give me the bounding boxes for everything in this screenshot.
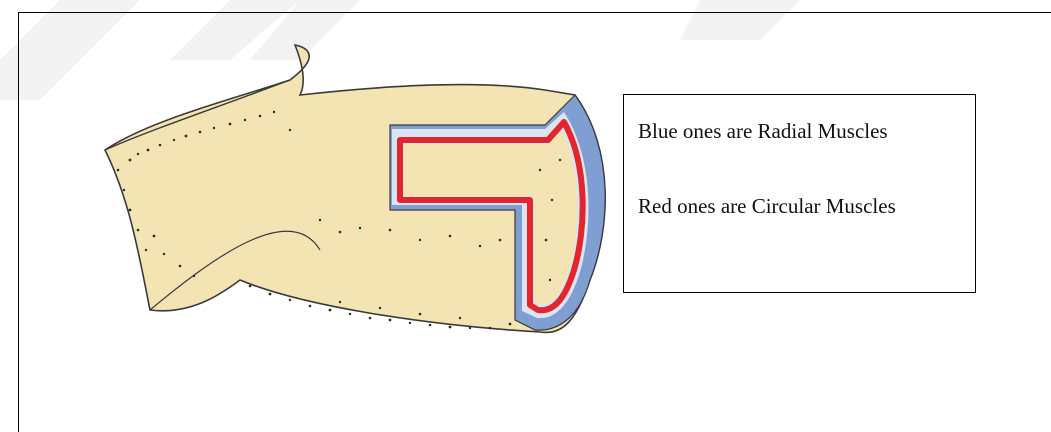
- header-rule: [1000, 12, 1051, 13]
- legend-box: Blue ones are Radial Muscles Red ones ar…: [623, 94, 976, 293]
- legend-circular-label: Red ones are Circular Muscles: [638, 194, 896, 219]
- muscular-tube-cross-section-illustration: [90, 40, 630, 360]
- legend-radial-label: Blue ones are Radial Muscles: [638, 119, 888, 144]
